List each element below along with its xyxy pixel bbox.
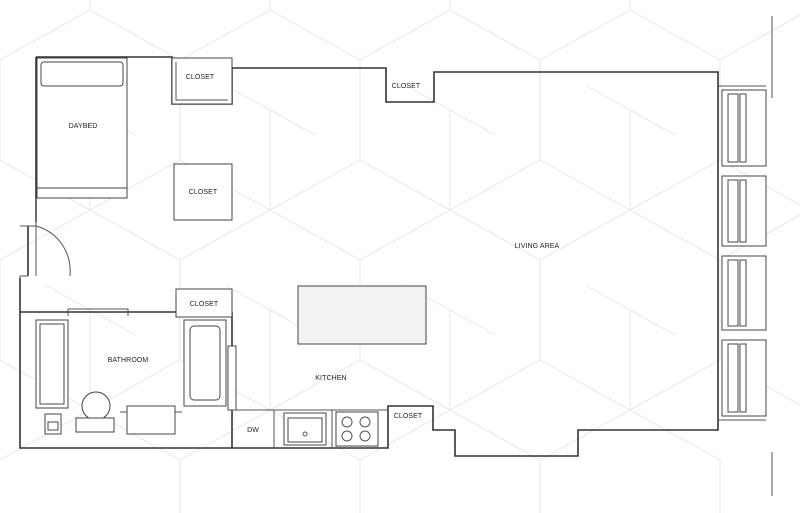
daybed-label: DAYBED bbox=[69, 123, 98, 130]
closet-top-middle: CLOSET bbox=[392, 83, 421, 90]
kitchen-label: KITCHEN bbox=[315, 375, 346, 382]
windows bbox=[718, 85, 767, 421]
living-area: LIVING AREA bbox=[515, 243, 560, 250]
closet-label-top-left: CLOSET bbox=[186, 74, 215, 81]
closet-center: CLOSET bbox=[173, 163, 233, 221]
closet-label-kitchen: CLOSET bbox=[394, 413, 423, 420]
dishwasher-label: DW bbox=[247, 427, 259, 434]
closet-label-top-middle: CLOSET bbox=[392, 83, 421, 90]
living-area-label: LIVING AREA bbox=[515, 243, 560, 250]
closet-label-center: CLOSET bbox=[189, 189, 218, 196]
closet-top-left: CLOSET bbox=[171, 57, 233, 105]
closet-kitchen: CLOSET bbox=[394, 413, 423, 420]
kitchen: DW KITCHEN bbox=[227, 285, 427, 448]
closet-bathroom: CLOSET bbox=[175, 288, 233, 318]
closet-label-bathroom: CLOSET bbox=[190, 301, 219, 308]
bathroom-label: BATHROOM bbox=[108, 357, 149, 364]
daybed: DAYBED bbox=[36, 57, 128, 199]
